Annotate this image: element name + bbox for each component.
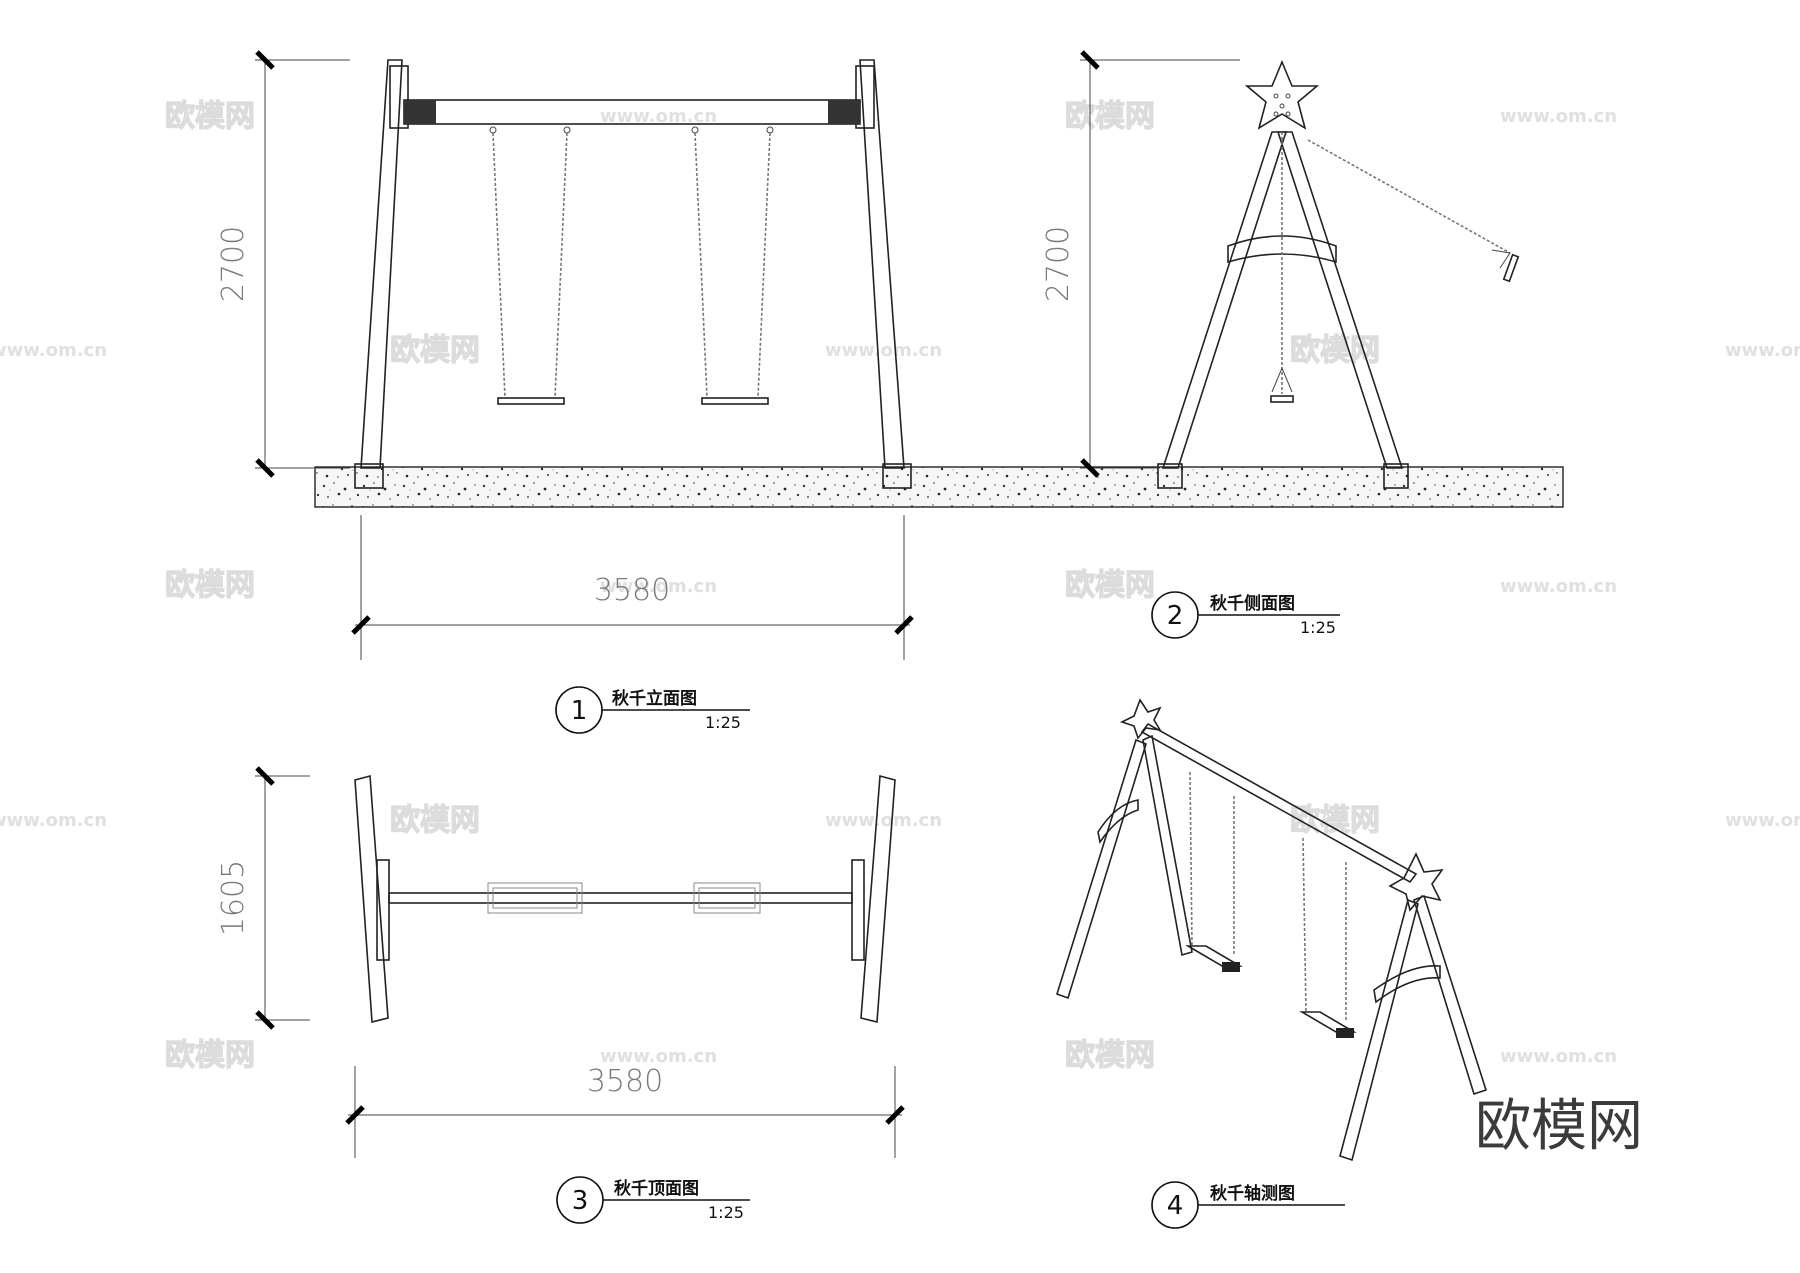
axo-star-front: [1388, 852, 1444, 912]
watermark-url: www.om.cn: [600, 1046, 717, 1067]
side-seat-swung: [1502, 253, 1520, 283]
front-right-leg: [859, 59, 905, 469]
axo-top-beam: [1140, 722, 1418, 884]
view-label-2: 2 秋千侧面图 1:25: [1151, 591, 1340, 639]
top-seat-left: [487, 882, 583, 914]
side-cross-brace: [1227, 235, 1337, 264]
side-seat-rest: [1270, 395, 1294, 403]
watermark-logo: 欧模网: [1290, 803, 1380, 838]
top-view: 1605 3580: [216, 766, 905, 1158]
view-label-3: 3 秋千顶面图 1:25: [556, 1176, 750, 1224]
watermark-url: www.om.cn: [1725, 340, 1800, 361]
axo-brace-front: [1373, 965, 1441, 1004]
axo-back-leg-right: [1142, 734, 1193, 957]
front-chain: [694, 132, 708, 398]
watermark-logo: 欧模网: [1065, 1038, 1155, 1073]
watermark-logo: 欧模网: [165, 568, 255, 603]
top-beam: [388, 892, 853, 904]
view-scale: 1:25: [1300, 618, 1336, 637]
front-seat-left: [497, 397, 565, 405]
top-left-plate: [376, 859, 390, 961]
view-label-1: 1 秋千立面图 1:25: [555, 686, 750, 734]
top-right-leg: [860, 774, 896, 1024]
top-depth-dimension: 1605: [216, 860, 251, 936]
axo-front-leg-right: [1413, 894, 1488, 1096]
watermark-url: www.om.cn: [1500, 106, 1617, 127]
top-seat-right: [693, 882, 761, 914]
watermark-logo: 欧模网: [1290, 333, 1380, 368]
view-title: 秋千侧面图: [1210, 593, 1295, 614]
front-chain: [554, 132, 568, 398]
top-width-dimension: 3580: [587, 1064, 663, 1099]
watermark-logo: 欧模网: [390, 333, 480, 368]
view-number: 3: [572, 1186, 589, 1216]
watermark-url: www.om.cn: [600, 106, 717, 127]
front-beam-cap-left: [404, 100, 436, 124]
front-left-leg: [360, 59, 403, 469]
watermark-url: www.om.cn: [825, 810, 942, 831]
view-scale: 1:25: [705, 713, 741, 732]
front-chain: [492, 132, 506, 398]
front-anchor-left: [354, 463, 384, 489]
watermark-logo: 欧模网: [390, 803, 480, 838]
front-beam-cap-right: [828, 100, 860, 124]
watermark-url: www.om.cn: [0, 810, 107, 831]
ground-slab: [314, 466, 1564, 508]
top-left-leg: [354, 774, 389, 1024]
front-seat-right: [701, 397, 769, 405]
view-label-4: 4 秋千轴测图: [1151, 1181, 1345, 1229]
view-title: 秋千轴测图: [1210, 1183, 1295, 1204]
front-anchor-right: [882, 463, 912, 489]
front-chain: [757, 132, 771, 398]
top-right-plate: [851, 859, 865, 961]
side-chain-swung: [1307, 139, 1511, 254]
axo-brace-back: [1097, 799, 1139, 845]
front-width-dimension: 3580: [594, 573, 670, 608]
side-left-leg: [1161, 131, 1288, 469]
side-anchor-left: [1157, 463, 1183, 489]
view-number: 2: [1167, 601, 1184, 631]
view-number: 1: [571, 696, 588, 726]
front-height-dimension: 2700: [216, 226, 251, 302]
front-elevation-view: 2700 3580: [216, 50, 914, 660]
watermark-url: www.om.cn: [1725, 810, 1800, 831]
watermark-group: 欧模网 欧模网 欧模网 欧模网 欧模网 欧模网 欧模网 欧模网 欧模网 欧模网 …: [0, 98, 1800, 1073]
view-title: 秋千顶面图: [614, 1178, 699, 1199]
front-right-endplate: [855, 65, 875, 129]
side-elevation-view: 2700: [1041, 50, 1520, 489]
watermark-logo: 欧模网: [165, 99, 255, 134]
side-height-dimension: 2700: [1041, 226, 1076, 302]
view-scale: 1:25: [708, 1203, 744, 1222]
watermark-logo: 欧模网: [165, 1038, 255, 1073]
front-left-endplate: [389, 65, 409, 129]
watermark-logo: 欧模网: [1065, 99, 1155, 134]
side-right-leg: [1276, 131, 1404, 469]
axo-chain: [1189, 771, 1193, 946]
side-anchor-right: [1383, 463, 1409, 489]
watermark-url: www.om.cn: [1500, 1046, 1617, 1067]
view-title: 秋千立面图: [612, 688, 697, 709]
side-star-plate: [1244, 59, 1320, 130]
view-number: 4: [1167, 1191, 1184, 1221]
watermark-url: www.om.cn: [0, 340, 107, 361]
watermark-url: www.om.cn: [1500, 576, 1617, 597]
watermark-logo: 欧模网: [1065, 568, 1155, 603]
axo-chain: [1302, 837, 1307, 1013]
watermark-url: www.om.cn: [825, 340, 942, 361]
brand-watermark: 欧模网: [1475, 1094, 1643, 1159]
watermark-url: www.om.cn: [600, 576, 717, 597]
axo-back-leg-left: [1056, 738, 1147, 1000]
axonometric-view: [1056, 698, 1488, 1162]
